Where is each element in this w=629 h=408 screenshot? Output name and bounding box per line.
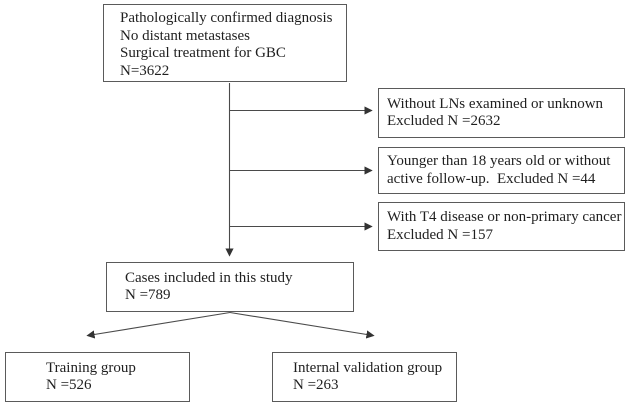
excluded-t4-nonprimary-box: With T4 disease or non-primary cancer Ex…: [378, 202, 625, 251]
included-cases-box: Cases included in this study N =789: [106, 262, 354, 312]
training-group-label: Training group: [46, 359, 136, 376]
validation-group-box: Internal validation group N =263: [272, 352, 457, 402]
source-line-2: No distant metastases: [120, 27, 250, 44]
included-cases-label: Cases included in this study: [125, 269, 293, 286]
excluded-age-followup-count: active follow-up. Excluded N =44: [387, 170, 596, 187]
validation-group-count: N =263: [293, 377, 339, 393]
connector-diagonal-training: [86, 311, 231, 339]
source-count: N=3622: [120, 62, 170, 79]
validation-group-label: Internal validation group: [293, 359, 443, 376]
included-cases-count: N =789: [125, 287, 171, 303]
source-line-1: Pathologically confirmed diagnosis: [120, 10, 333, 26]
training-group-count: N =526: [46, 377, 92, 393]
excluded-no-ln-count: Excluded N =2632: [387, 113, 501, 129]
excluded-no-ln-box: Without LNs examined or unknown Excluded…: [378, 88, 625, 138]
connector-diagonal-validation: [229, 311, 375, 339]
excluded-t4-nonprimary-count: Excluded N =157: [387, 226, 493, 243]
excluded-no-ln-reason: Without LNs examined or unknown: [387, 95, 604, 112]
training-group-box: Training group N =526: [5, 352, 190, 402]
source-line-3: Surgical treatment for GBC: [120, 45, 286, 61]
excluded-age-followup-box: Younger than 18 years old or without act…: [378, 147, 625, 194]
excluded-t4-nonprimary-reason: With T4 disease or non-primary cancer: [387, 209, 622, 225]
source-cohort-box: Pathologically confirmed diagnosis No di…: [103, 4, 347, 82]
excluded-age-followup-reason: Younger than 18 years old or without: [387, 153, 611, 169]
